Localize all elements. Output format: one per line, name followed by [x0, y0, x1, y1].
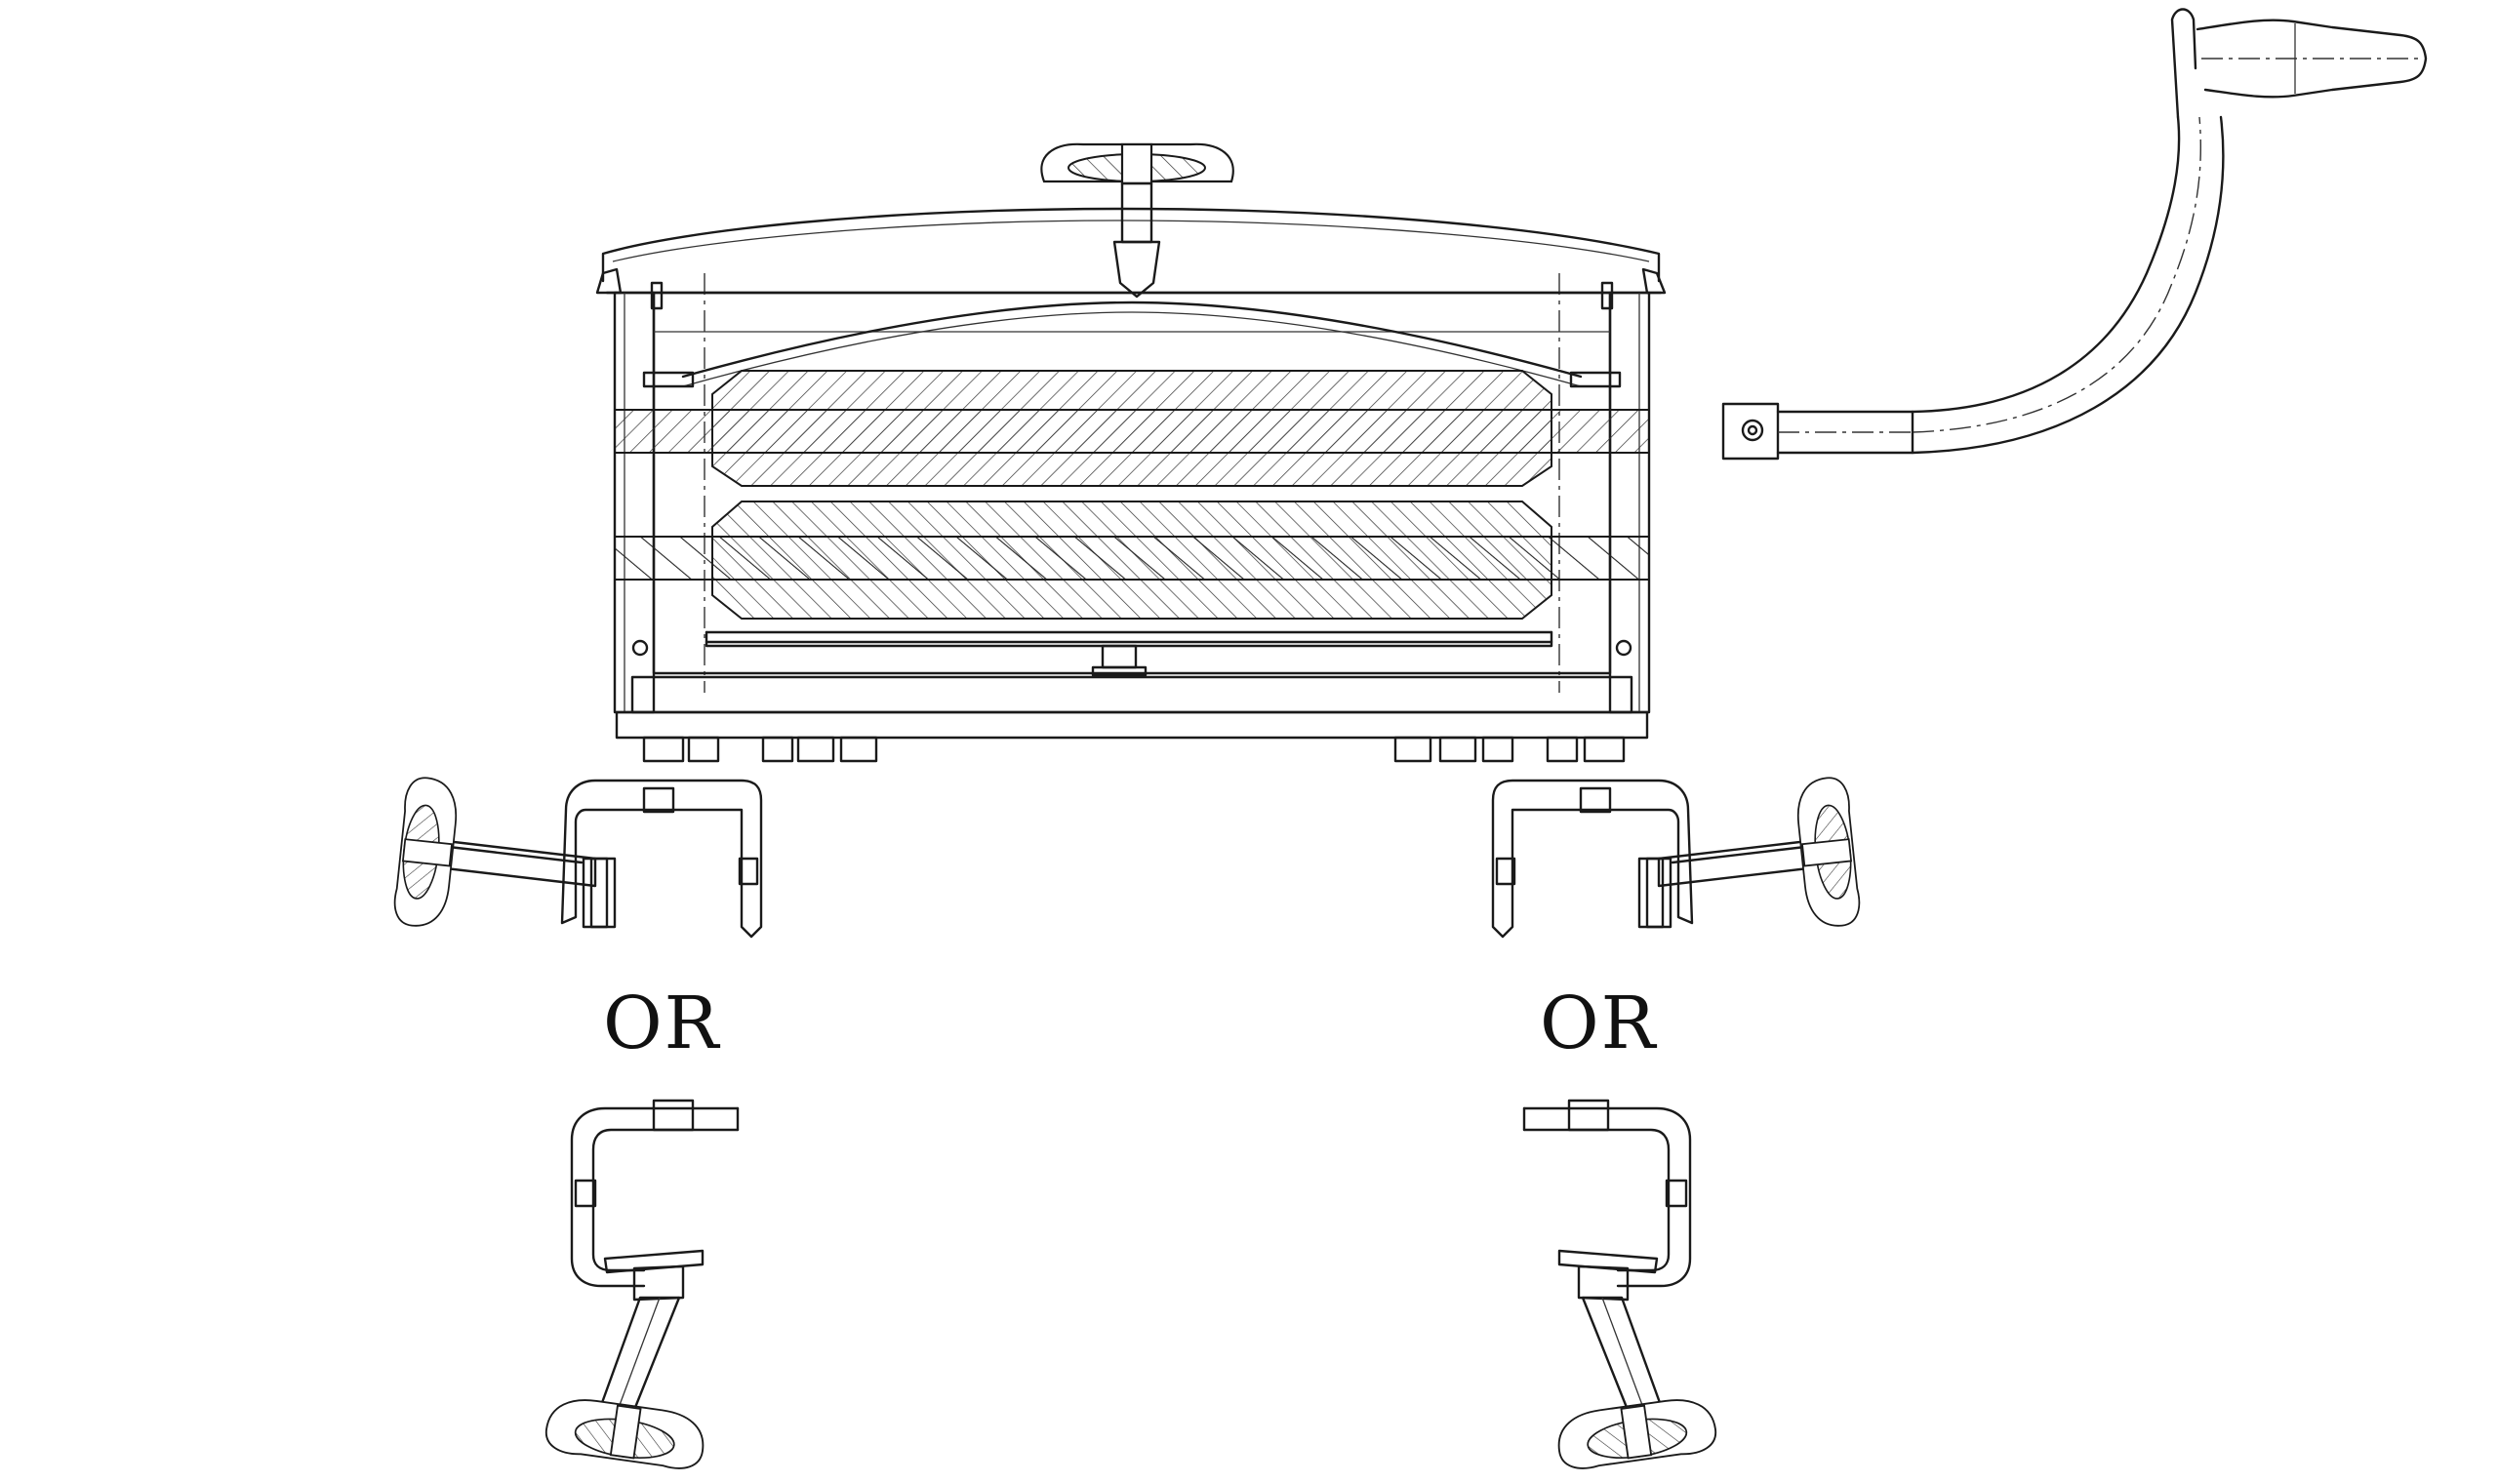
- c-clamp-lower-left: [543, 1099, 740, 1473]
- c-clamp-upper-right: [1491, 775, 1863, 939]
- crank-handle: [1721, 8, 2428, 461]
- pressure-screw-knob: [1040, 142, 1234, 299]
- or-label-right: OR: [1540, 982, 1658, 1065]
- c-clamp-upper-left: [391, 775, 763, 939]
- or-label-left: OR: [603, 982, 721, 1065]
- c-clamp-lower-right: [1522, 1099, 1719, 1473]
